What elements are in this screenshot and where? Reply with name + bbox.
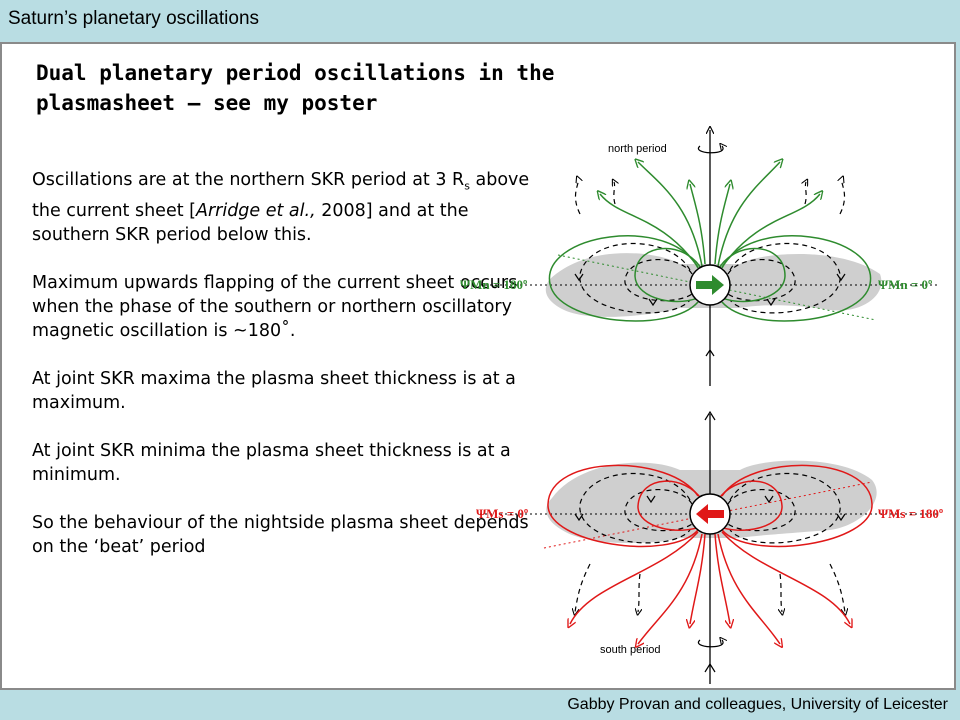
north-phase-left: ΨMn = 180º [460,277,527,292]
paragraph-flapping: Maximum upwards flapping of the current … [32,272,518,341]
paragraph-beat-period: So the behaviour of the nightside plasma… [32,512,529,557]
north-period-label: north period [608,143,667,155]
content-panel [0,42,956,690]
north-dipole-arrow-right [696,275,724,295]
title-bar: Saturn’s planetary oscillations [0,0,960,40]
north-magnetic-axis [557,254,877,321]
author-credit: Gabby Provan and colleagues, University … [567,696,948,713]
north-panel: north period [460,130,940,386]
north-green-field-lines [548,162,872,322]
north-inner-arrows [574,273,846,357]
slide-title: Saturn’s planetary oscillations [8,8,260,29]
south-magnetic-axis [543,481,873,549]
oscillation-diagram: north period [460,124,943,684]
paragraph-maxima: At joint SKR maxima the plasma sheet thi… [32,368,516,413]
south-axis-bottom-arrow [704,662,716,673]
south-rotation-arrow [697,640,723,648]
south-panel: south period [476,410,943,684]
paragraph-northern-period: Oscillations are at the northern SKR per… [32,170,530,245]
body-text: Oscillations are at the northern SKR per… [32,168,532,583]
south-dashed-field-lines [575,472,845,612]
south-phase-left: ΨMs = 0º [476,506,528,521]
paragraph-minima: At joint SKR minima the plasma sheet thi… [32,440,511,485]
north-dashed-field-lines [574,179,846,314]
south-inner-arrows [574,495,846,522]
slide-heading: Dual planetary period oscillations in th… [36,61,555,115]
north-rotation-arrow [697,146,723,154]
south-dipole-arrow-left [696,504,724,524]
north-phase-right: ΨMn = 0º [878,277,932,292]
south-red-field-lines [547,464,873,644]
south-phase-right: ΨMs = 180º [878,506,943,521]
footer: Gabby Provan and colleagues, University … [0,692,960,720]
south-axis-top-arrow [704,410,716,421]
south-period-label: south period [600,644,661,656]
